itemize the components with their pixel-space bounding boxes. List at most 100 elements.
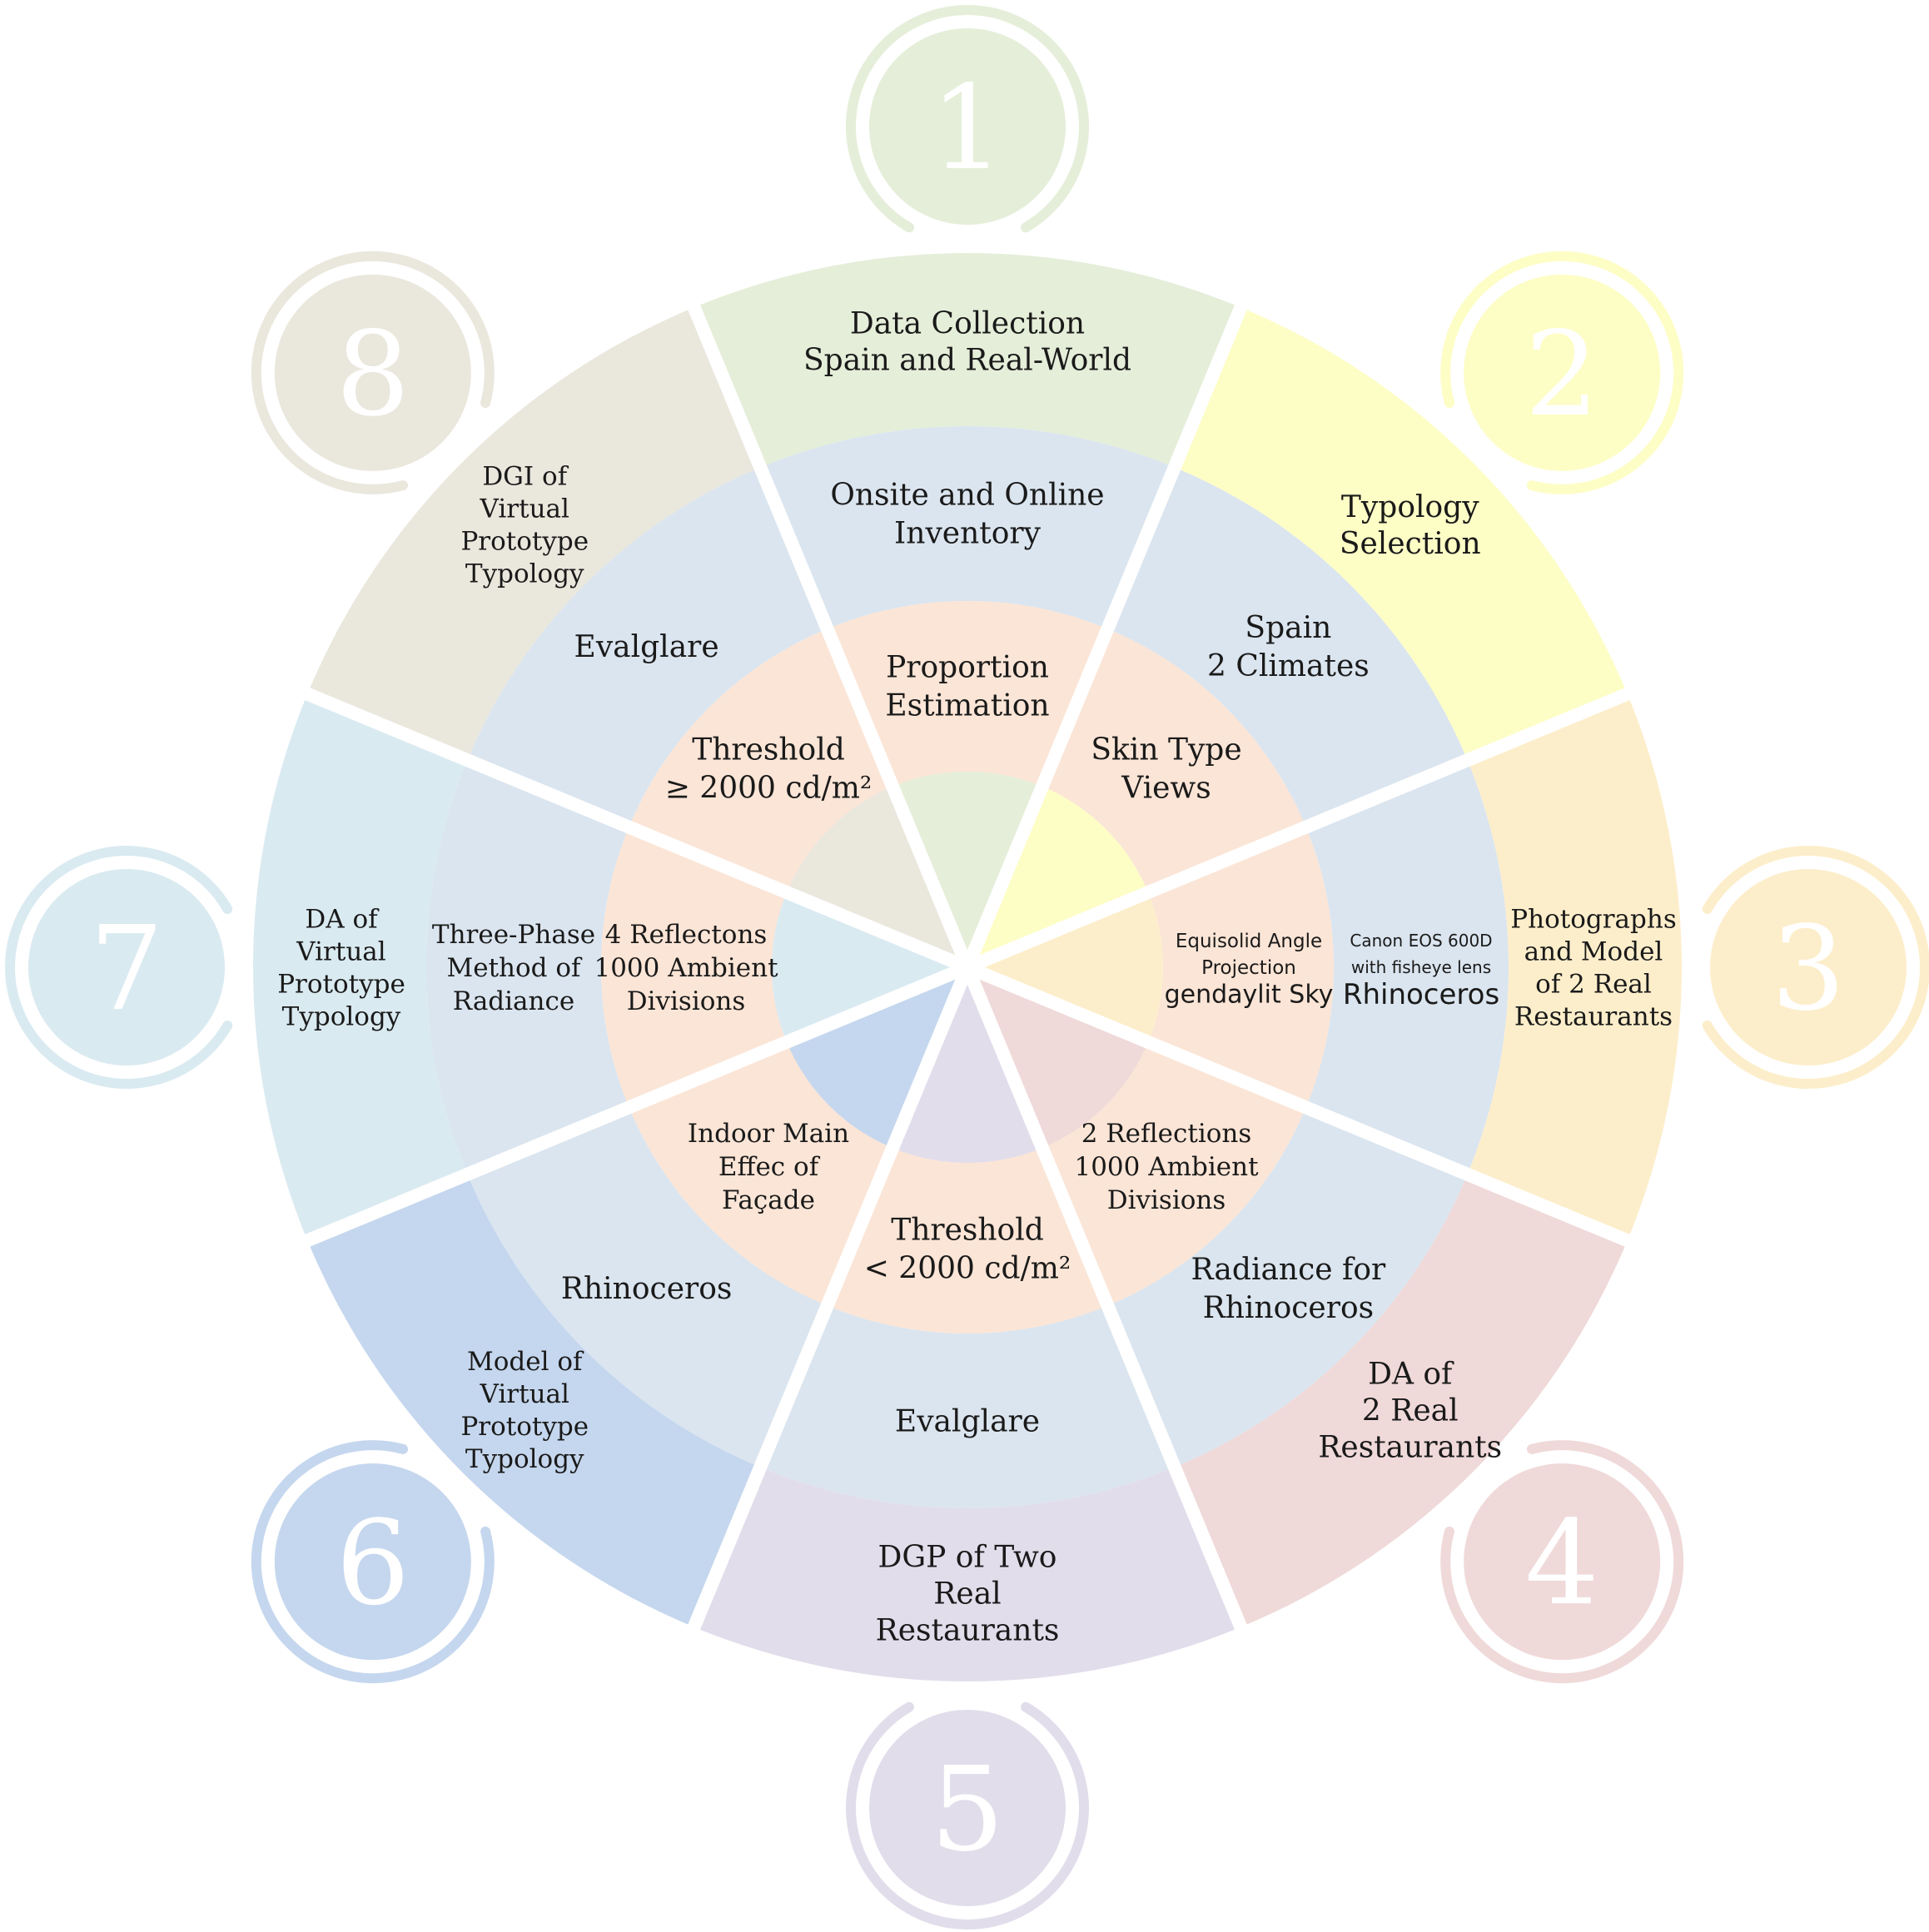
sector-5-middle-label-line: Evalglare (895, 1405, 1040, 1439)
wheel-rings (253, 253, 1682, 1681)
sector-divider-6 (685, 964, 974, 1635)
step-badge-1: 1 (846, 5, 1089, 233)
sector-2-outer-label-line: Typology (1341, 490, 1479, 524)
sector-4-middle-label-line: Rhinoceros (1203, 1291, 1375, 1325)
step-badge-6-ring (251, 1440, 495, 1684)
step-badge-6: 6 (251, 1440, 495, 1684)
step-badge-7-ring (5, 846, 233, 1089)
sector-2-outer-band (1174, 307, 1628, 761)
sector-3-inner-band (1148, 827, 1334, 1108)
sector-3-core-wedge (967, 892, 1164, 1042)
sector-3-outer-label-line: and Model (1524, 936, 1663, 966)
sector-7-outer-label-line: Virtual (296, 936, 385, 966)
sector-4-middle-band (1107, 1107, 1468, 1468)
step-badge-8: 8 (251, 251, 495, 494)
step-badge-3-ring (1702, 846, 1929, 1089)
step-badge-5-ring (846, 1701, 1089, 1930)
sector-6-outer-label-line: Prototype (460, 1412, 589, 1442)
step-badge-7: 7 (5, 846, 233, 1089)
sector-5-outer-label-line: Real (933, 1577, 1001, 1612)
sector-divider-8 (300, 685, 971, 974)
step-badge-1-number: 1 (930, 61, 1004, 196)
step-badge-4: 4 (1440, 1440, 1684, 1684)
sector-3-middle-label-line: with fisheye lens (1351, 957, 1491, 977)
sector-7-inner-label-line: 1000 Ambient (594, 953, 778, 983)
sector-8-outer-label-line: DGI of (482, 462, 569, 492)
sector-5-inner-band (827, 1148, 1108, 1334)
step-badge-3-disc (1710, 869, 1907, 1065)
sector-7-inner-band (601, 827, 787, 1108)
step-badge-8-disc (274, 274, 471, 471)
sector-divider-3 (964, 685, 1635, 974)
sector-8-outer-label-line: Virtual (480, 494, 569, 524)
sector-6-labels: Model ofVirtualPrototypeTypologyRhinocer… (460, 1119, 849, 1474)
step-badge-1-disc (869, 28, 1066, 225)
sector-2-outer-label-line: Selection (1340, 527, 1481, 561)
sector-3-inner-label-line: gendaylit Sky (1165, 981, 1334, 1010)
sector-6-middle-label-line: Rhinoceros (561, 1272, 733, 1306)
sector-2-middle-label-line: Spain (1245, 611, 1331, 645)
sector-6-inner-label-line: Indoor Main (688, 1119, 849, 1149)
sector-3-middle-label-line: Rhinoceros (1343, 978, 1499, 1011)
sector-1-inner-band (827, 601, 1108, 787)
sector-divider-7 (300, 961, 971, 1249)
sector-6-inner-label-line: Façade (722, 1185, 815, 1215)
sector-1-core-wedge (892, 772, 1042, 967)
sector-1-middle-band (760, 426, 1175, 629)
step-badge-3-number: 3 (1771, 901, 1845, 1037)
sector-4-outer-label-line: Restaurants (1318, 1430, 1502, 1464)
step-badge-5-number: 5 (930, 1742, 1004, 1878)
sector-2-inner-label-line: Skin Type (1091, 733, 1241, 767)
sector-7-outer-label-line: Typology (282, 1001, 401, 1031)
sector-1-outer-label-line: Data Collection (850, 307, 1085, 341)
wheel-core (772, 772, 1164, 1164)
sector-5-outer-label-line: DGP of Two (878, 1541, 1057, 1575)
sector-4-outer-label-line: DA of (1368, 1357, 1454, 1391)
sector-8-outer-band (307, 307, 761, 761)
step-badge-4-number: 4 (1525, 1496, 1599, 1632)
step-badge-4-disc (1464, 1463, 1661, 1661)
sector-7-outer-label-line: Prototype (277, 969, 405, 999)
step-badge-2-ring (1440, 251, 1684, 494)
sector-7-middle-label-line: Method of (446, 953, 583, 983)
step-badge-2-disc (1464, 274, 1661, 471)
step-badge-4-ring (1440, 1440, 1684, 1684)
sector-2-inner-label-line: Views (1121, 772, 1211, 806)
step-badge-6-disc (274, 1463, 471, 1661)
sector-1-middle-label-line: Inventory (894, 517, 1042, 551)
step-badge-5-disc (869, 1710, 1066, 1906)
sector-4-outer-band (1174, 1174, 1628, 1627)
sector-divider-5 (961, 964, 1250, 1635)
sector-3-outer-label-line: Restaurants (1514, 1001, 1673, 1031)
sector-5-outer-band (694, 1467, 1241, 1681)
sector-8-inner-label-line: Threshold (692, 733, 845, 767)
sector-7-labels: DA ofVirtualPrototypeTypologyThree-Phase… (277, 904, 778, 1031)
step-badge-7-disc (28, 869, 225, 1065)
step-badge-5: 5 (846, 1701, 1089, 1930)
sector-divider-4 (964, 961, 1635, 1249)
sector-2-middle-band (1107, 467, 1468, 827)
sector-4-middle-label-line: Radiance for (1191, 1253, 1387, 1287)
sector-1-inner-label-line: Proportion (886, 651, 1049, 685)
sector-3-middle-label-line: Canon EOS 600D (1350, 931, 1492, 951)
step-badge-2-number: 2 (1525, 307, 1599, 443)
sector-2-core-wedge (967, 786, 1149, 967)
sector-1-outer-label-line: Spain and Real-World (803, 344, 1131, 378)
sector-dividers (300, 300, 1635, 1635)
step-badges: 1 2 3 4 5 6 7 8 (5, 5, 1929, 1930)
sector-divider-1 (685, 300, 974, 971)
sector-4-inner-band (1042, 1041, 1306, 1306)
sector-7-middle-label-line: Radiance (453, 986, 574, 1016)
sector-6-outer-label-line: Virtual (480, 1379, 569, 1409)
sector-2-inner-band (1042, 628, 1306, 893)
sector-3-outer-label-line: of 2 Real (1535, 969, 1652, 999)
sector-3-outer-label-line: Photographs (1510, 904, 1676, 934)
sector-8-middle-band (467, 467, 828, 827)
sector-8-middle-label-line: Evalglare (574, 630, 719, 664)
sector-3-inner-label-line: Projection (1201, 957, 1296, 979)
